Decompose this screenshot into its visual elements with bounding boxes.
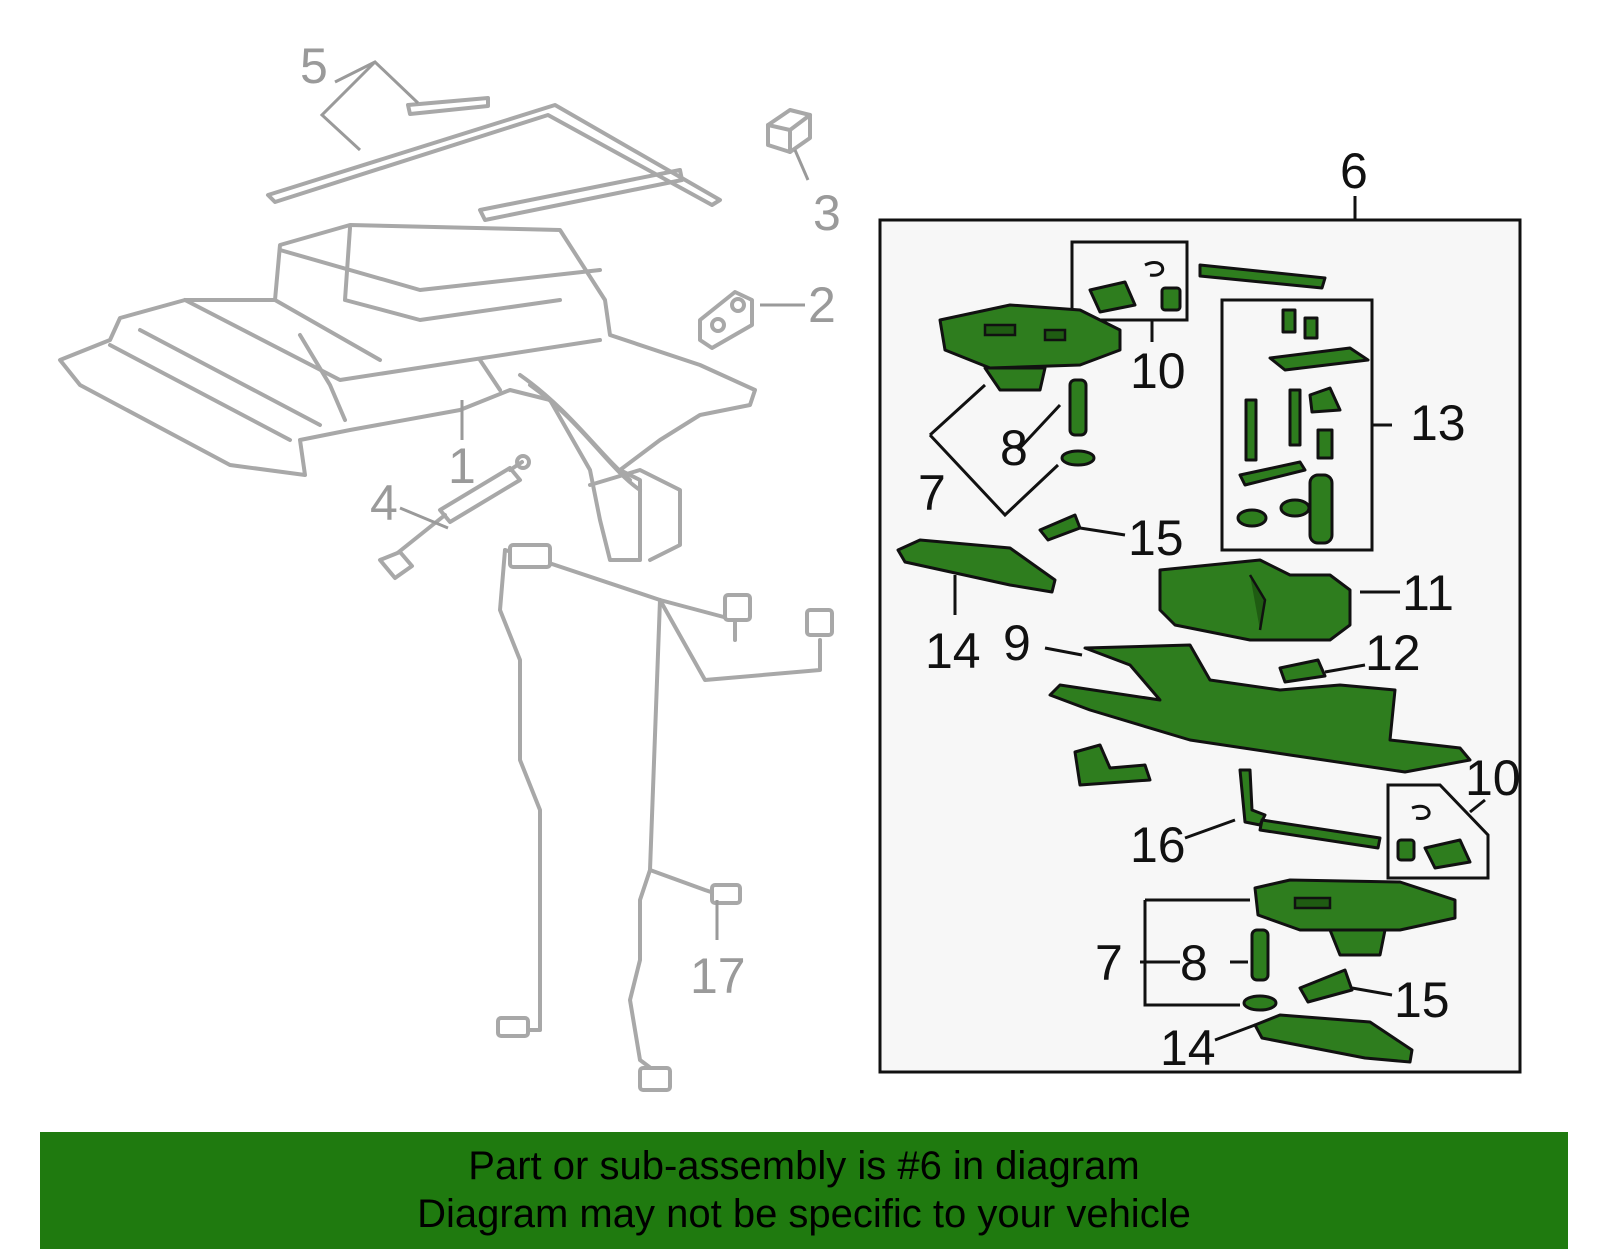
latch-bottom — [1253, 878, 1457, 957]
callout-14-top: 14 — [925, 623, 981, 679]
callout-6: 6 — [1340, 143, 1368, 199]
latch-top — [938, 303, 1122, 392]
callout-17: 17 — [690, 948, 746, 1004]
bracket-plate — [698, 290, 754, 350]
callout-8-bottom: 8 — [1180, 935, 1208, 991]
pin-16 — [1238, 768, 1267, 827]
banner-line-1: Part or sub-assembly is #6 in diagram — [468, 1144, 1140, 1188]
callout-7-bottom: 7 — [1095, 935, 1123, 991]
banner-line-2: Diagram may not be specific to your vehi… — [417, 1192, 1191, 1236]
callout-4: 4 — [370, 475, 398, 531]
callout-7-top: 7 — [918, 465, 946, 521]
convertible-top-frame — [58, 96, 757, 562]
top-bumper — [766, 108, 812, 154]
pin-bottom — [1242, 928, 1278, 1012]
callout-9: 9 — [1003, 615, 1031, 671]
gas-strut — [378, 454, 531, 580]
subbox-10-top — [1070, 240, 1189, 322]
bushing-set-bottom — [1396, 804, 1472, 870]
callout-15-top: 15 — [1128, 510, 1184, 566]
rod-top — [1198, 263, 1327, 290]
callout-13: 13 — [1410, 395, 1466, 451]
callout-8-top: 8 — [1000, 420, 1028, 476]
hardware-kit-13 — [1236, 308, 1370, 545]
callout-14-bottom: 14 — [1160, 1020, 1216, 1076]
callout-12: 12 — [1365, 625, 1421, 681]
callout-3: 3 — [813, 185, 841, 241]
clip-bottom — [1298, 968, 1354, 1004]
motor-11 — [1158, 558, 1352, 642]
rod-bottom — [1258, 818, 1382, 850]
bushing-set-top — [1088, 261, 1182, 314]
info-banner: Part or sub-assembly is #6 in diagram Di… — [40, 1132, 1568, 1249]
callout-15-bottom: 15 — [1394, 972, 1450, 1028]
callout-2: 2 — [808, 277, 836, 333]
callout-10-bottom: 10 — [1465, 750, 1521, 806]
guide-top — [896, 538, 1057, 594]
guide-bottom — [1253, 1013, 1414, 1064]
left-leaders — [319, 60, 810, 940]
callout-1: 1 — [448, 438, 476, 494]
callout-16: 16 — [1130, 817, 1186, 873]
callout-11: 11 — [1402, 565, 1454, 621]
pin-top — [1060, 378, 1096, 467]
subbox-10-bottom — [1386, 783, 1490, 880]
pad-12 — [1278, 658, 1327, 684]
callout-5: 5 — [300, 38, 328, 94]
callout-10-top: 10 — [1130, 343, 1186, 399]
wiring-harness — [496, 543, 834, 1092]
bracket-9 — [1048, 643, 1472, 787]
